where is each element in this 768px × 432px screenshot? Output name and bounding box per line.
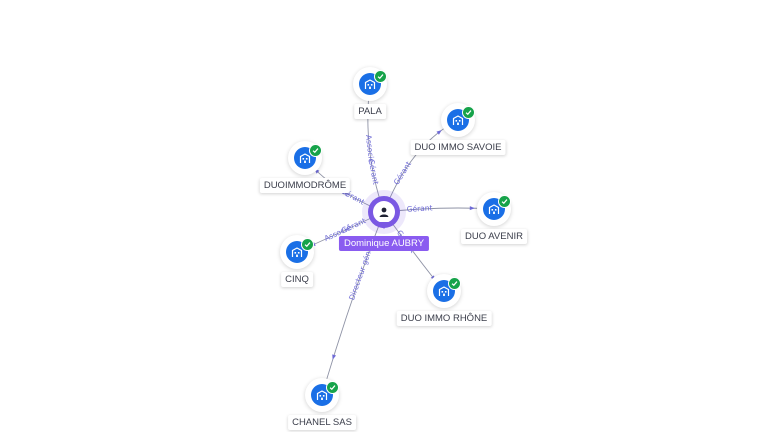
- person-name: Dominique AUBRY: [338, 236, 430, 251]
- verified-check-icon: [374, 70, 387, 83]
- relation-label: Gérant: [406, 203, 432, 213]
- company-name: CINQ: [281, 272, 313, 287]
- verified-check-icon: [301, 238, 314, 251]
- relation-arrow: [436, 130, 442, 135]
- verified-check-icon: [462, 106, 475, 119]
- relation-label: Associé: [364, 134, 376, 164]
- person-pin: [368, 196, 400, 229]
- person-icon: [373, 201, 395, 223]
- company-name: DUO IMMO RHÔNE: [396, 311, 492, 326]
- verified-check-icon: [326, 381, 339, 394]
- relation-arrow: [332, 354, 337, 360]
- verified-check-icon: [498, 195, 511, 208]
- verified-check-icon: [448, 277, 461, 290]
- relation-arrow: [469, 206, 475, 211]
- company-name: DUO AVENIR: [461, 229, 527, 244]
- company-name: PALA: [354, 104, 386, 119]
- verified-check-icon: [309, 144, 322, 157]
- relation-label: Gérant: [392, 160, 413, 187]
- company-name: DUO IMMO SAVOIE: [410, 140, 506, 155]
- company-name: DUOIMMODRÔME: [259, 178, 351, 193]
- company-name: CHANEL SAS: [288, 415, 356, 430]
- relation-edge-chanel-sas: [321, 211, 385, 396]
